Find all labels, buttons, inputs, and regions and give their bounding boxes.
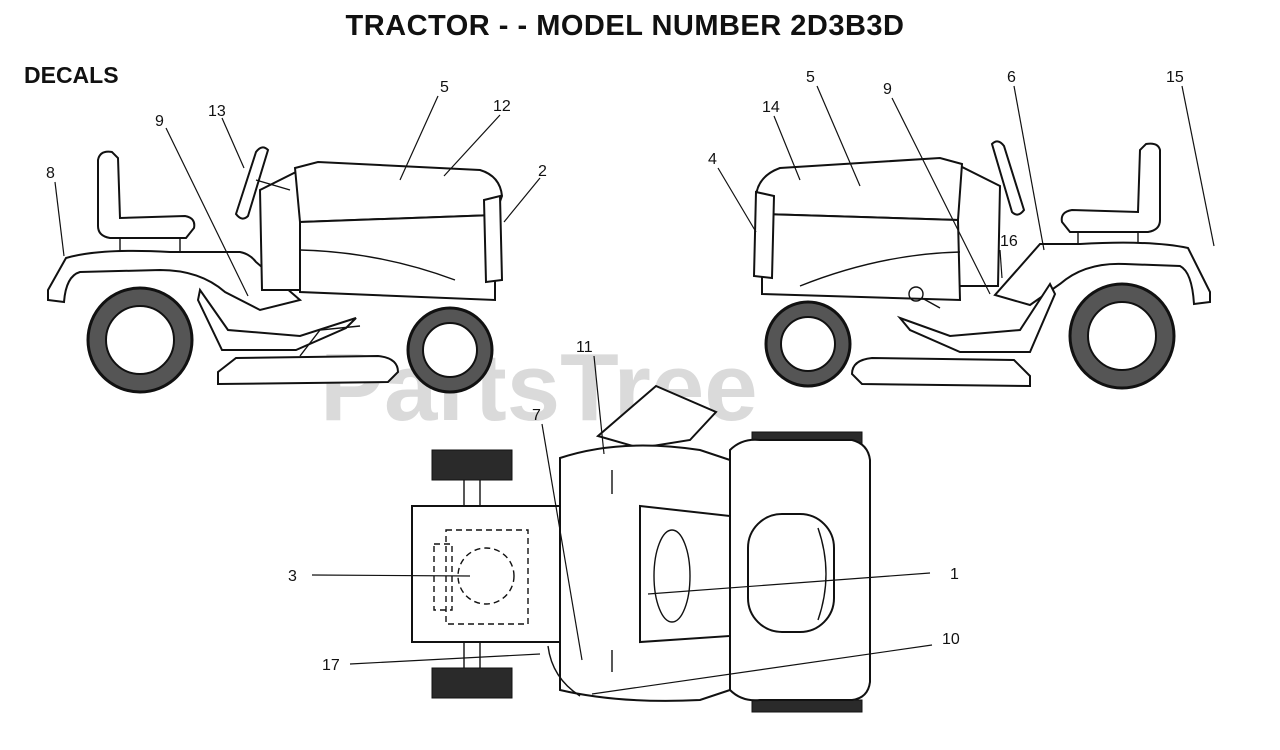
- callout-6: 6: [1007, 69, 1016, 86]
- callout-4: 4: [708, 151, 717, 168]
- callout-3: 3: [288, 568, 297, 585]
- callout-2: 2: [538, 163, 547, 180]
- callout-11: 11: [576, 339, 593, 356]
- callout-8: 8: [46, 165, 55, 182]
- leader-lines: [54, 85, 1215, 695]
- callout-15: 15: [1166, 69, 1184, 86]
- callout-labels: 8 9 13 5 12 2 4 14 5 9 6 15 16 11 7 3 1 …: [46, 69, 1184, 674]
- callout-17: 17: [322, 657, 340, 674]
- callout-1: 1: [950, 566, 959, 583]
- callout-9: 9: [883, 81, 892, 98]
- callout-16: 16: [1000, 233, 1018, 250]
- page-title: TRACTOR - - MODEL NUMBER 2D3B3D: [345, 10, 905, 42]
- callout-12: 12: [493, 98, 511, 115]
- callout-14: 14: [762, 99, 780, 116]
- callout-5: 5: [806, 69, 815, 86]
- callout-9: 9: [155, 113, 164, 130]
- tractor-top-view: [411, 384, 871, 713]
- callout-5: 5: [440, 79, 449, 96]
- section-label: DECALS: [24, 62, 119, 88]
- callout-10: 10: [942, 631, 960, 648]
- callout-13: 13: [208, 103, 226, 120]
- tractor-left-view: [47, 146, 504, 394]
- tractor-right-view: [752, 140, 1211, 390]
- callout-7: 7: [532, 407, 541, 424]
